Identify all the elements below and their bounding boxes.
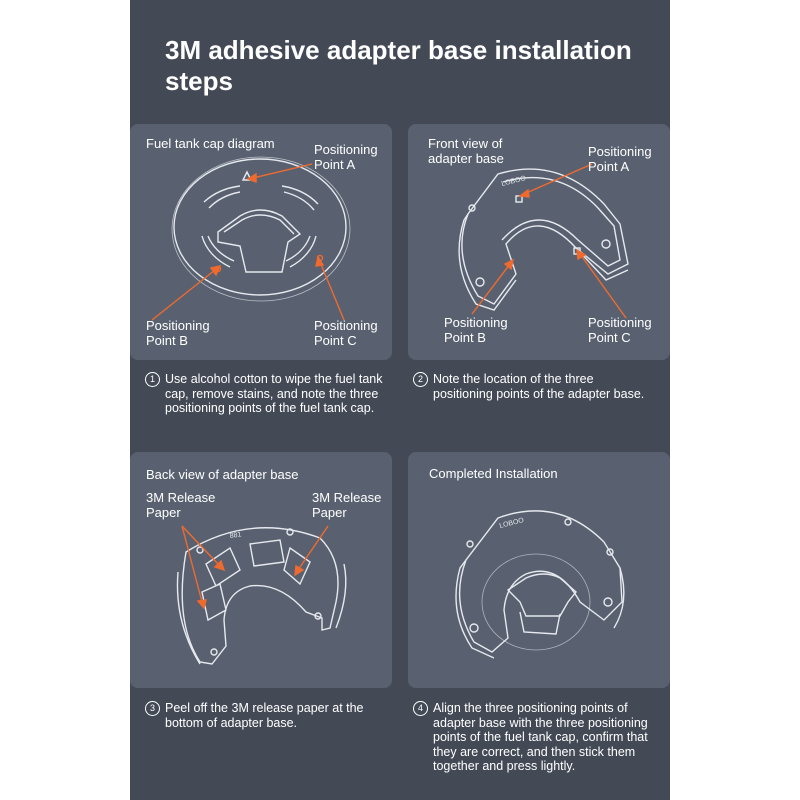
label-positioning-point-c: Positioning Point C	[314, 318, 378, 348]
adapter-base-back-illustration: 881	[176, 525, 347, 665]
step-number: 2	[413, 372, 428, 387]
panel-fuel-tank-cap: Fuel tank cap diagram Positioning Point …	[130, 124, 392, 360]
adapter-logo-completed: LOBOO	[499, 517, 525, 530]
step-text: Use alcohol cotton to wipe the fuel tank…	[165, 372, 383, 415]
label-release-paper-right: 3M Release Paper	[312, 490, 382, 520]
label-positioning-point-a: Positioning Point A	[588, 144, 652, 174]
label-positioning-point-a: Positioning Point A	[314, 142, 378, 172]
adapter-base-front-illustration: LOBOO	[458, 163, 629, 319]
completed-installation-illustration: LOBOO	[455, 510, 625, 659]
page-title: 3M adhesive adapter base installation st…	[165, 35, 632, 96]
step-text: Align the three positioning points of ad…	[433, 701, 648, 773]
panel-completed: LOBOO Completed Installation	[408, 452, 670, 688]
label-positioning-point-b: Positioning Point B	[444, 315, 508, 345]
step-number: 3	[145, 701, 160, 716]
panel-4-title: Completed Installation	[429, 466, 558, 481]
panel-2-title: Front view of adapter base	[428, 136, 504, 166]
step-number: 1	[145, 372, 160, 387]
step-number: 4	[413, 701, 428, 716]
adapter-logo-front: LOBOO	[501, 175, 527, 188]
panel-3-title: Back view of adapter base	[146, 467, 299, 482]
label-positioning-point-c: Positioning Point C	[588, 315, 652, 345]
label-release-paper-left: 3M Release Paper	[146, 490, 216, 520]
label-positioning-point-b: Positioning Point B	[146, 318, 210, 348]
fuel-tank-cap-illustration	[151, 156, 351, 321]
panel-front-view: LOBOO Front view of adapter base Positio…	[408, 124, 670, 360]
adapter-stamp-back: 881	[229, 531, 242, 540]
step-text: Note the location of the three positioni…	[433, 372, 645, 401]
step-text: Peel off the 3M release paper at the bot…	[165, 701, 364, 730]
panel-1-title: Fuel tank cap diagram	[146, 136, 275, 151]
panel-back-view: 881 Back view of adapter base 3M Release…	[130, 452, 392, 688]
